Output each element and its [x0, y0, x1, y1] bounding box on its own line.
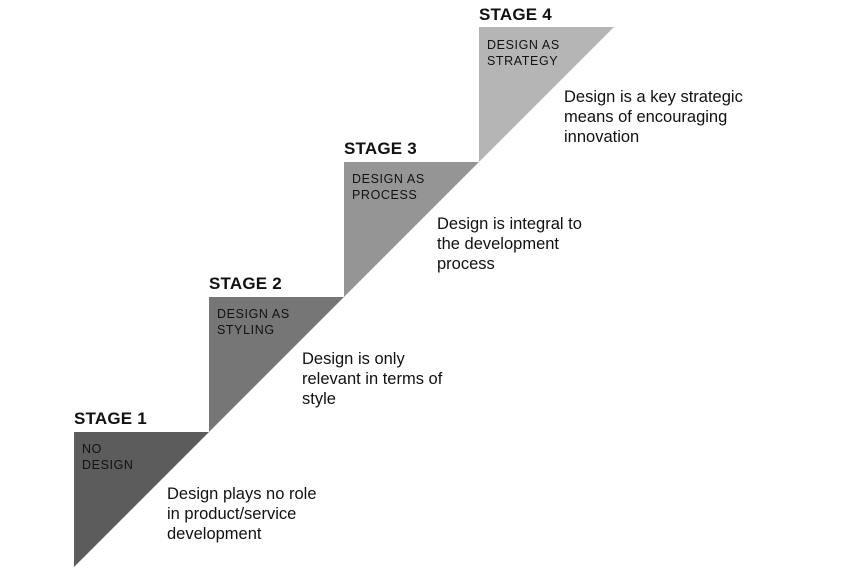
stage-3-step	[344, 162, 479, 297]
stage-1-description: Design plays no role in product/service …	[167, 485, 317, 543]
stage-4-name: DESIGN AS STRATEGY	[487, 38, 560, 68]
stage-1-name: NO DESIGN	[82, 442, 134, 472]
stage-3-title: STAGE 3	[344, 139, 417, 158]
stage-4-description: Design is a key strategic means of encou…	[564, 88, 743, 146]
stage-4-title: STAGE 4	[479, 5, 552, 24]
stage-4-step	[479, 27, 614, 162]
stage-1-step	[74, 432, 209, 567]
stage-2-description: Design is only relevant in terms of styl…	[302, 350, 443, 408]
stage-1-title: STAGE 1	[74, 409, 147, 428]
stage-3-name: DESIGN AS PROCESS	[352, 172, 425, 202]
stage-2-name: DESIGN AS STYLING	[217, 307, 290, 337]
stage-2-step	[209, 297, 344, 432]
stage-2-title: STAGE 2	[209, 274, 282, 293]
stage-3-description: Design is integral to the development pr…	[437, 215, 582, 273]
